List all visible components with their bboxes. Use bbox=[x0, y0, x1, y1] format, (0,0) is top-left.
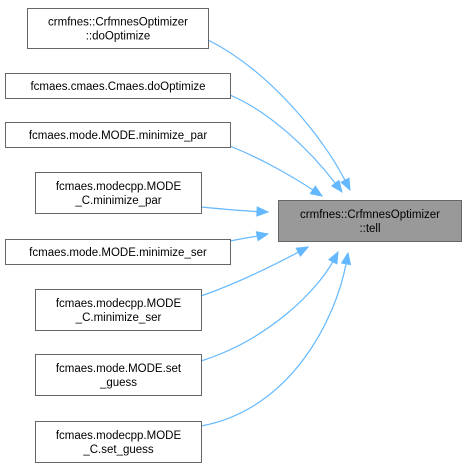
edge-arrowhead-c7 bbox=[328, 250, 339, 265]
node-label-line: fcmaes.mode.MODE.minimize_par bbox=[29, 130, 207, 142]
node-box bbox=[35, 421, 202, 463]
node-label-line: crmfnes::CrfmnesOptimizer bbox=[48, 17, 188, 29]
node-label-line: fcmaes.mode.MODE.minimize_ser bbox=[29, 247, 207, 259]
edge-c5-to-target bbox=[229, 231, 270, 242]
edge-line-c8 bbox=[200, 261, 348, 427]
edge-line-c4 bbox=[200, 206, 260, 213]
edge-c1-to-target bbox=[207, 39, 351, 192]
edge-line-c2 bbox=[229, 94, 338, 186]
node-label-line: crmfnes::CrfmnesOptimizer bbox=[300, 209, 440, 221]
node-label-line: ::tell bbox=[359, 223, 380, 235]
node-label-line: fcmaes.mode.MODE.set bbox=[56, 363, 182, 375]
node-label-line: ::doOptimize bbox=[86, 31, 151, 43]
caller-node-c2[interactable]: fcmaes.cmaes.Cmaes.doOptimize bbox=[5, 73, 231, 99]
node-label-line: fcmaes.modecpp.MODE bbox=[56, 298, 182, 310]
edge-arrowhead-c1 bbox=[340, 177, 351, 192]
edge-line-c6 bbox=[200, 250, 301, 297]
node-box bbox=[5, 122, 231, 148]
target-node[interactable]: crmfnes::CrfmnesOptimizer::tell bbox=[278, 200, 462, 242]
edge-c3-to-target bbox=[229, 145, 324, 197]
edge-arrowhead-c6 bbox=[295, 246, 310, 258]
node-label-line: fcmaes.modecpp.MODE bbox=[56, 430, 182, 442]
edge-c7-to-target bbox=[200, 250, 339, 362]
node-label-line: _C.minimize_par bbox=[74, 195, 161, 207]
node-label-line: _guess bbox=[99, 377, 137, 389]
node-box bbox=[5, 73, 231, 99]
caller-node-c4[interactable]: fcmaes.modecpp.MODE _C.minimize_par bbox=[35, 172, 202, 214]
caller-node-c6[interactable]: fcmaes.modecpp.MODE _C.minimize_ser bbox=[35, 289, 202, 331]
node-label-line: _C.set_guess bbox=[82, 444, 154, 456]
edge-c6-to-target bbox=[200, 246, 310, 297]
caller-node-c5[interactable]: fcmaes.mode.MODE.minimize_ser bbox=[5, 239, 231, 265]
edge-arrowhead-c3 bbox=[309, 185, 324, 197]
edge-arrowhead-c4 bbox=[256, 206, 270, 217]
edge-c8-to-target bbox=[200, 251, 352, 427]
edge-arrowhead-c5 bbox=[255, 231, 270, 242]
edge-c4-to-target bbox=[200, 206, 270, 217]
edge-line-c1 bbox=[207, 39, 347, 183]
edge-c2-to-target bbox=[229, 94, 343, 194]
nodes-layer: crmfnes::CrfmnesOptimizer::doOptimizefcm… bbox=[5, 8, 462, 463]
node-box bbox=[35, 172, 202, 214]
edge-arrowhead-c8 bbox=[340, 251, 352, 266]
caller-node-c1[interactable]: crmfnes::CrfmnesOptimizer::doOptimize bbox=[27, 8, 209, 49]
node-box bbox=[27, 8, 209, 49]
edge-line-c3 bbox=[229, 145, 315, 192]
edge-line-c5 bbox=[229, 235, 260, 242]
node-label-line: fcmaes.cmaes.Cmaes.doOptimize bbox=[30, 81, 205, 93]
edge-line-c7 bbox=[200, 259, 335, 362]
node-label-line: _C.minimize_ser bbox=[75, 312, 162, 324]
node-box bbox=[278, 200, 462, 242]
edges-layer bbox=[200, 39, 352, 427]
caller-node-c8[interactable]: fcmaes.modecpp.MODE _C.set_guess bbox=[35, 421, 202, 463]
node-box bbox=[35, 354, 202, 396]
edge-arrowhead-c2 bbox=[330, 179, 343, 194]
caller-node-c7[interactable]: fcmaes.mode.MODE.set _guess bbox=[35, 354, 202, 396]
node-label-line: fcmaes.modecpp.MODE bbox=[56, 181, 182, 193]
node-box bbox=[5, 239, 231, 265]
caller-node-c3[interactable]: fcmaes.mode.MODE.minimize_par bbox=[5, 122, 231, 148]
node-box bbox=[35, 289, 202, 331]
